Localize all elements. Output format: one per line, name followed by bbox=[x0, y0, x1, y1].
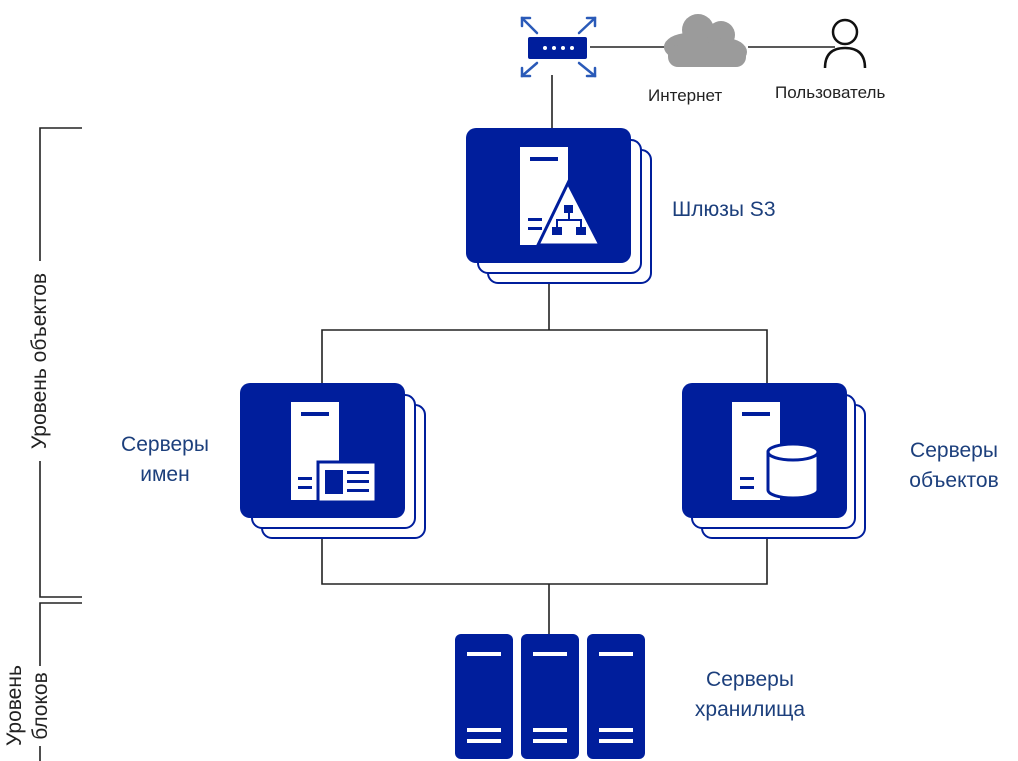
storage-servers-label-line2: хранилища bbox=[694, 698, 806, 721]
cloud-icon bbox=[664, 14, 747, 67]
router-icon bbox=[520, 16, 597, 78]
gateway-server-stack bbox=[466, 128, 652, 284]
server-database-icon bbox=[732, 402, 820, 500]
storage-server-2 bbox=[521, 634, 579, 759]
name-server-stack bbox=[240, 383, 426, 539]
server-network-icon bbox=[520, 147, 603, 247]
block-level-label: Уровень блоков bbox=[2, 665, 58, 746]
server-card-icon bbox=[291, 402, 378, 504]
name-servers-label-line2: имен bbox=[140, 463, 190, 486]
object-servers-label: Серверы объектов bbox=[890, 436, 1018, 496]
object-servers-label-line2: объектов bbox=[909, 469, 999, 492]
connectors bbox=[321, 46, 835, 636]
object-level-label: Уровень объектов bbox=[26, 261, 54, 461]
block-level-label-line2: блоков bbox=[29, 672, 52, 740]
name-servers-label: Серверы имен bbox=[100, 430, 230, 490]
storage-servers-label: Серверы хранилища bbox=[670, 665, 830, 725]
block-level-label-line1: Уровень bbox=[3, 665, 26, 746]
storage-server-3 bbox=[587, 634, 645, 759]
name-servers-label-line1: Серверы bbox=[121, 433, 209, 456]
storage-server-1 bbox=[455, 634, 513, 759]
link-servers-bottom bbox=[321, 520, 768, 585]
object-servers-label-line1: Серверы bbox=[910, 439, 998, 462]
storage-servers-label-line1: Серверы bbox=[706, 668, 794, 691]
link-tree-servers bbox=[321, 329, 768, 388]
server-rack-icon bbox=[455, 634, 645, 759]
object-server-stack bbox=[682, 383, 866, 539]
gateway-label: Шлюзы S3 bbox=[672, 198, 776, 221]
user-label: Пользователь bbox=[775, 83, 886, 102]
user-icon bbox=[823, 18, 867, 69]
internet-label: Интернет bbox=[648, 86, 723, 105]
